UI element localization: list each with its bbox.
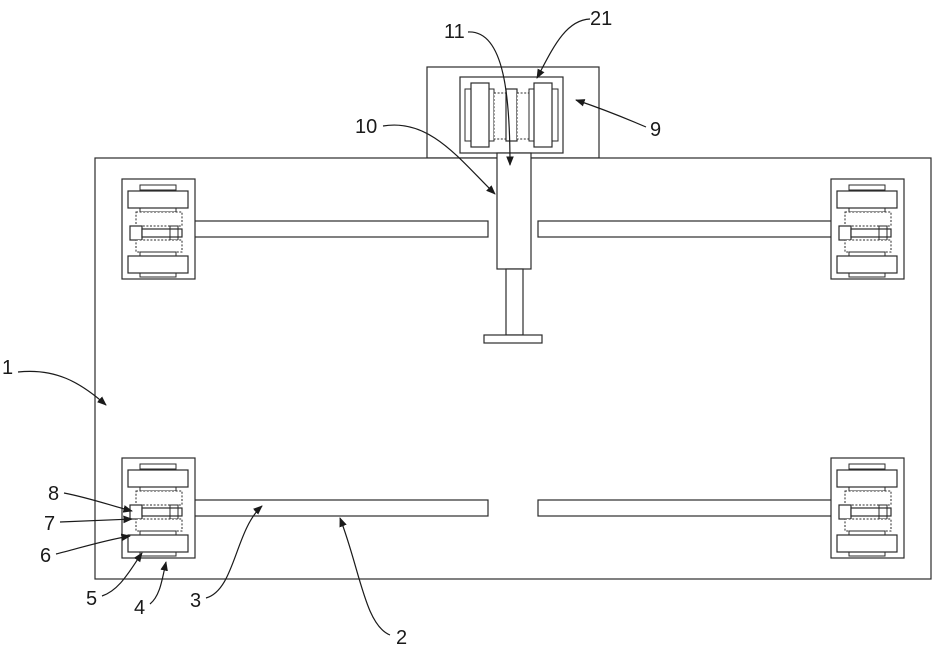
callout-10: 10 — [355, 116, 377, 138]
drive-unit-bottom-right — [831, 458, 904, 558]
upper-right-axle — [538, 221, 841, 237]
callout-6: 6 — [40, 545, 51, 567]
callout-21: 21 — [590, 8, 612, 30]
leader-1 — [18, 371, 106, 405]
drive-unit-top-right — [831, 179, 904, 279]
callout-3: 3 — [190, 590, 201, 612]
callout-4: 4 — [134, 597, 145, 619]
upper-left-axle — [186, 221, 488, 237]
callout-5: 5 — [86, 588, 97, 610]
column-foot — [484, 335, 542, 343]
callout-7: 7 — [44, 513, 55, 535]
drive-unit-top-left — [122, 179, 195, 279]
callout-1: 1 — [2, 357, 13, 379]
callout-2: 2 — [396, 627, 407, 649]
vertical-column — [497, 153, 531, 269]
lower-right-axle — [538, 500, 841, 516]
drive-unit-bottom-left — [122, 458, 195, 558]
top-drive-unit — [460, 77, 563, 153]
column-rod — [506, 269, 523, 335]
callout-11: 11 — [444, 21, 465, 43]
callout-9: 9 — [650, 119, 661, 141]
callout-8: 8 — [48, 483, 59, 505]
lower-left-axle — [186, 500, 488, 516]
